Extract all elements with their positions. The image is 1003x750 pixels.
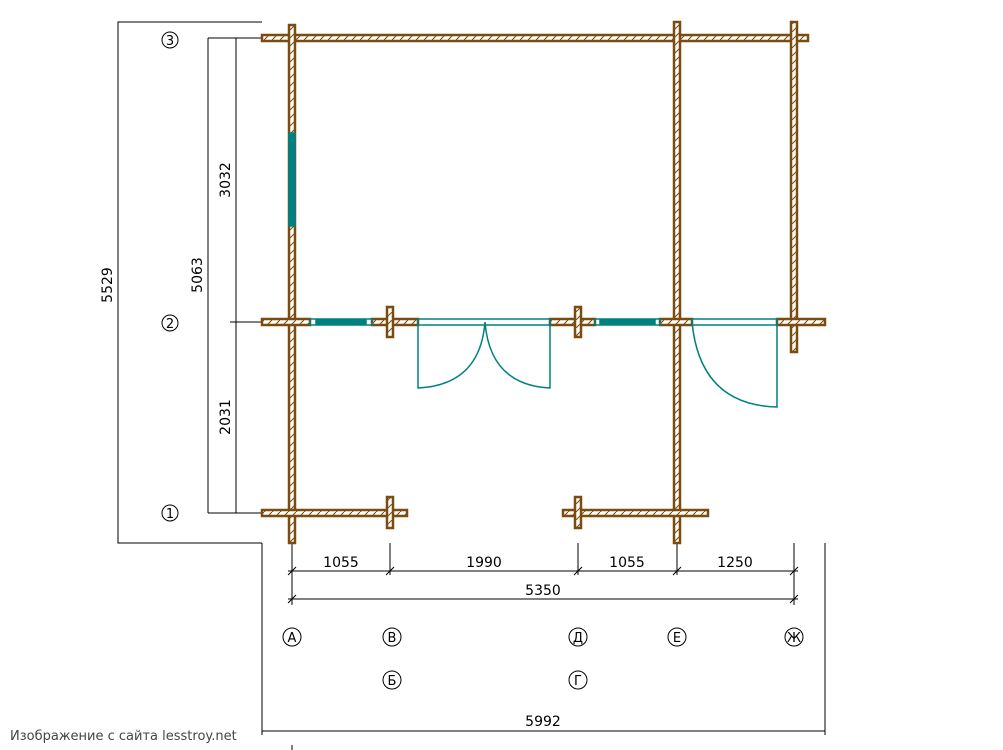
dimension-lines: [117, 21, 826, 750]
double-door-frame: [417, 318, 551, 326]
dim-segment-2: 1990: [466, 555, 502, 571]
axis-col-a: А: [288, 631, 297, 646]
dim-overall-width: 5992: [525, 714, 561, 730]
axis-circles: [161, 31, 804, 690]
dim-segment-4: 1250: [717, 555, 753, 571]
single-door-swing: [691, 321, 778, 408]
dim-segment-1: 1055: [323, 555, 359, 571]
axis-row-3: 3: [166, 34, 174, 49]
axis-col-d: Д: [573, 631, 583, 646]
single-door-frame: [691, 318, 778, 326]
axis-col-b: Б: [388, 674, 397, 689]
double-door-swing: [417, 321, 551, 389]
dim-lower-room: 2031: [218, 399, 234, 435]
openings: [288, 132, 778, 408]
dim-segment-3: 1055: [609, 555, 645, 571]
dim-upper-room: 3032: [218, 162, 234, 198]
axis-col-g: Г: [574, 674, 582, 689]
dim-overall-height: 5529: [100, 267, 116, 303]
window-middle-left: [309, 318, 373, 326]
watermark: Изображение с сайта lesstroy.net: [10, 729, 237, 744]
walls: [260, 20, 827, 545]
axis-col-e: Е: [673, 631, 681, 646]
axis-row-1: 1: [166, 507, 174, 522]
dim-inner-height: 5063: [190, 257, 206, 293]
axis-col-v: В: [388, 631, 397, 646]
window-left: [288, 132, 296, 227]
axis-col-zh: Ж: [787, 631, 801, 646]
axis-row-2: 2: [166, 317, 174, 332]
window-middle-right: [594, 318, 661, 326]
dim-inner-width: 5350: [525, 583, 561, 599]
